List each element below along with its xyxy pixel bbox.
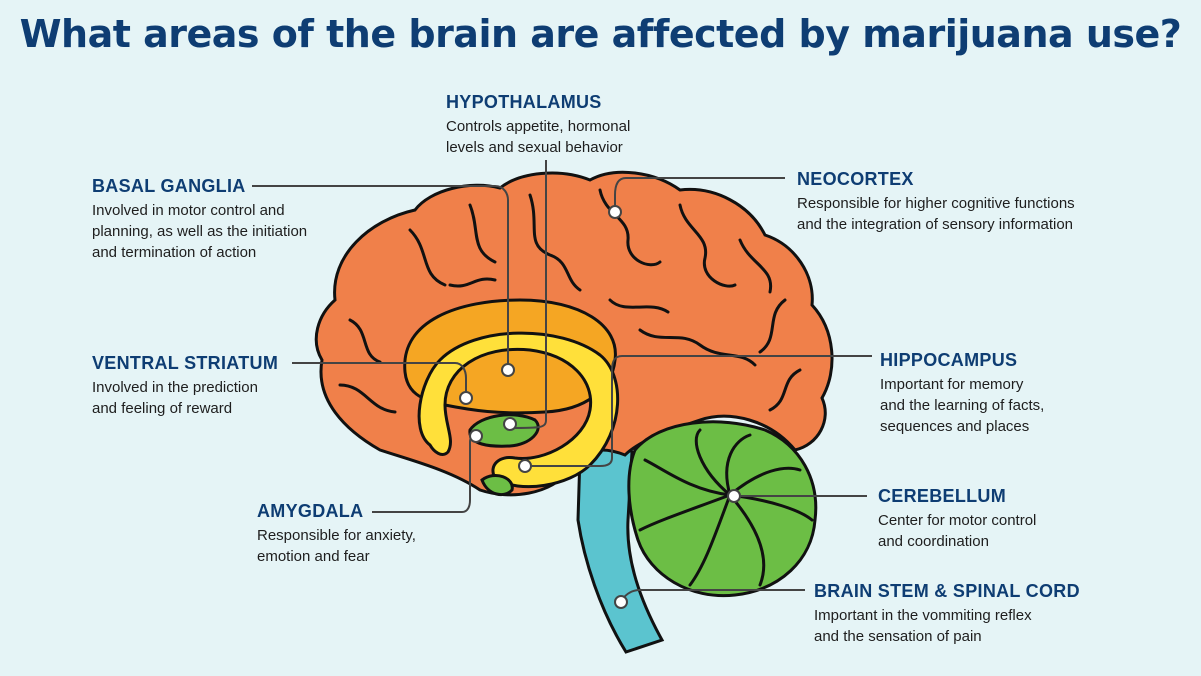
cerebellum-folds [638, 428, 814, 587]
basal-ganglia-desc: Involved in motor control and planning, … [92, 202, 308, 261]
neocortex-desc: Responsible for higher cognitive functio… [797, 195, 1075, 233]
amygdala-shape [468, 413, 540, 448]
hypothalamus-desc: Controls appetite, hormonal levels and s… [446, 118, 631, 156]
neocortex-name: NEOCORTEX [797, 169, 914, 189]
cerebellum-name: CEREBELLUM [878, 486, 1006, 506]
leader-hypothalamus [509, 160, 547, 429]
brain-stem-desc: Important in the vommiting reflex and th… [814, 607, 1032, 645]
basal-ganglia-name: BASAL GANGLIA [92, 176, 246, 196]
hypothalamus-name: HYPOTHALAMUS [446, 92, 602, 112]
leader-lines [252, 160, 872, 603]
leader-ventral-striatum [292, 362, 467, 398]
label-neocortex: NEOCORTEX Responsible for higher cogniti… [797, 169, 1075, 235]
hippocampus-shape [417, 331, 620, 489]
label-brain-stem: BRAIN STEM & SPINAL CORD Important in th… [814, 581, 1080, 647]
leader-dots [459, 205, 741, 609]
hippocampus-desc: Important for memory and the learning of… [880, 376, 1045, 435]
ventral-striatum-desc: Involved in the prediction and feeling o… [92, 379, 258, 417]
label-ventral-striatum: VENTRAL STRIATUM Involved in the predict… [92, 353, 278, 419]
leader-hippocampus [525, 355, 872, 467]
ventral-striatum-name: VENTRAL STRIATUM [92, 353, 279, 373]
leader-neocortex [614, 177, 785, 212]
label-amygdala: AMYGDALA Responsible for anxiety, emotio… [257, 501, 416, 567]
label-basal-ganglia: BASAL GANGLIA Involved in motor control … [92, 176, 307, 263]
cerebellum-desc: Center for motor control and coordinatio… [878, 512, 1037, 550]
label-hippocampus: HIPPOCAMPUS Important for memory and the… [880, 350, 1044, 437]
cerebellum-shape [627, 420, 818, 598]
brain-stem-name: BRAIN STEM & SPINAL CORD [814, 581, 1080, 601]
page-title: What areas of the brain are affected by … [19, 12, 1182, 56]
amygdala-lower-shape [480, 474, 514, 497]
label-cerebellum: CEREBELLUM Center for motor control and … [878, 486, 1036, 552]
hippocampus-name: HIPPOCAMPUS [880, 350, 1018, 370]
amygdala-desc: Responsible for anxiety, emotion and fea… [257, 527, 416, 565]
label-hypothalamus: HYPOTHALAMUS Controls appetite, hormonal… [446, 92, 630, 158]
amygdala-name: AMYGDALA [257, 501, 364, 521]
leader-basal-ganglia [252, 185, 509, 370]
cortex-folds [338, 188, 802, 414]
